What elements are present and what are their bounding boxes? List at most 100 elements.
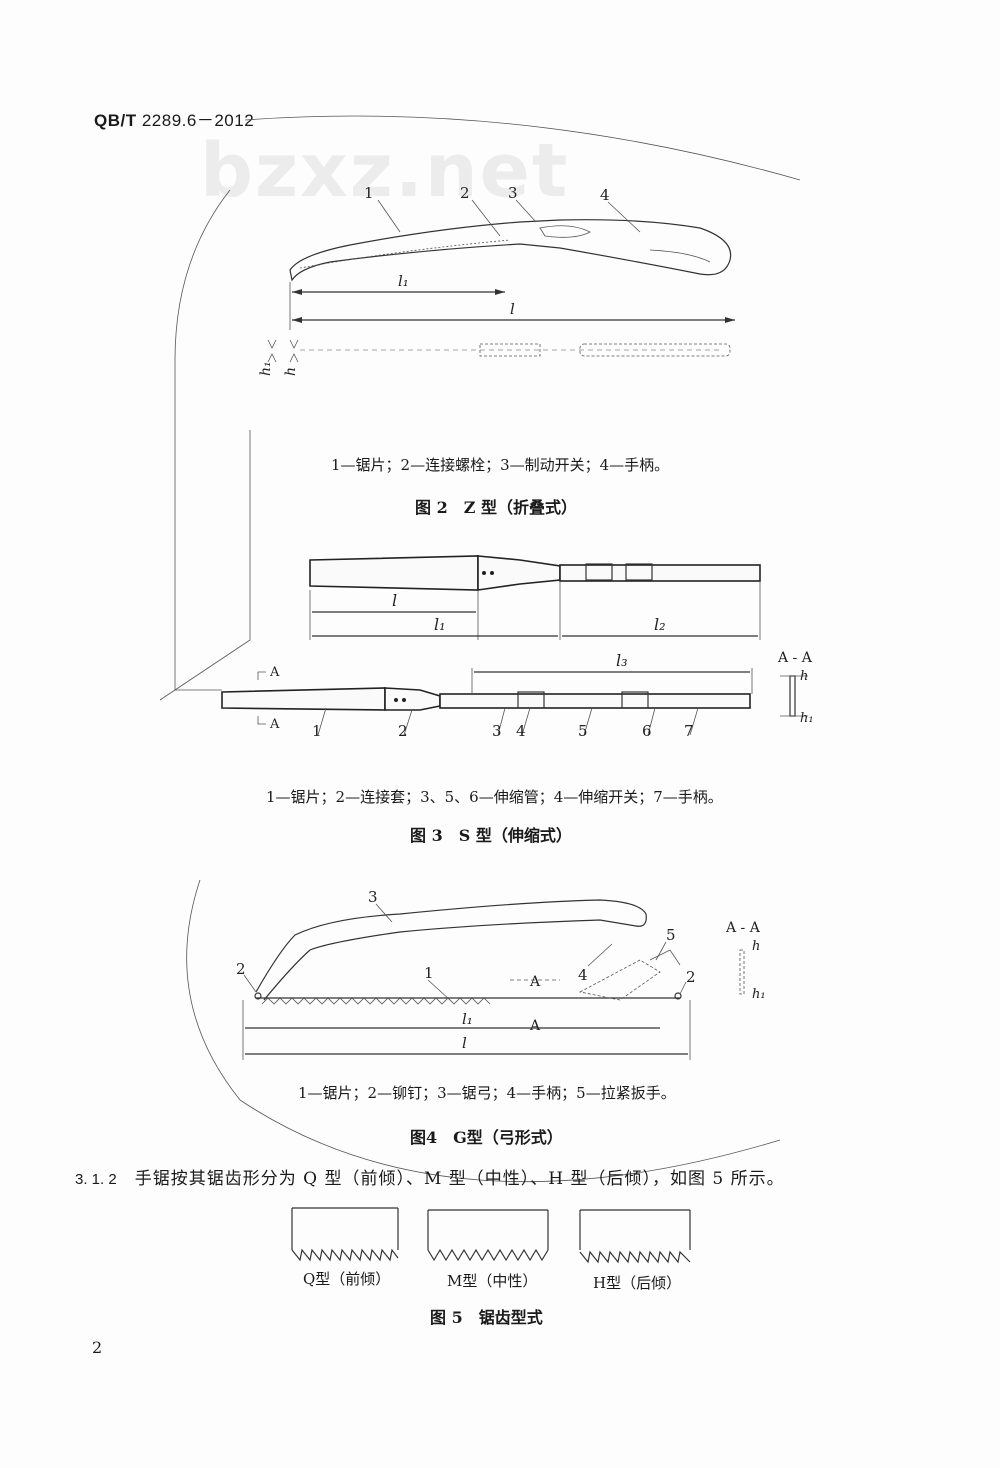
fig3-part-6: 6 <box>642 722 652 740</box>
tube-lower <box>439 693 751 709</box>
fig3-part-4: 4 <box>516 722 526 740</box>
clause-text: 手锯按其锯齿形分为 Q 型（前倾）、M 型（中性）、H 型（后倾），如图 5 所… <box>134 1169 785 1189</box>
fig4-dim-l: l <box>462 1034 467 1052</box>
fig3-section-mark-top: A <box>269 665 280 680</box>
fig3-section-mark-bottom: A <box>269 717 280 732</box>
watermark: bzxz.net <box>200 128 570 214</box>
section-mark-bottom <box>257 716 266 725</box>
leader-3 <box>515 199 537 223</box>
tube-upper <box>559 564 761 582</box>
h1-arrows <box>267 339 277 363</box>
figure3-extended-drawing: l₃ A A 1 2 3 4 5 6 7 A - A h h₁ <box>221 650 814 740</box>
leader-s5 <box>583 707 593 736</box>
tooth-type-m: M型（中性） <box>447 1272 538 1290</box>
rivet-left <box>254 992 262 1000</box>
fig3-section-label: A - A <box>777 650 813 666</box>
leader-4 <box>607 201 641 233</box>
fig4-section-mark-1: A <box>529 974 541 990</box>
standard-number: 2289.6－2012 <box>141 111 255 130</box>
figure2-caption: 图 2 Z 型（折叠式） <box>415 498 577 517</box>
fig3-dim-l: l <box>392 591 397 610</box>
section-profile-g <box>739 949 745 995</box>
fig3-dim-l3: l₃ <box>616 651 628 670</box>
figure5-drawing <box>291 1207 691 1264</box>
rivet-lower-2 <box>402 698 406 702</box>
tooth-h-teeth <box>579 1250 691 1264</box>
leader-1 <box>377 199 401 233</box>
clause-number: 3. 1. 2 <box>75 1171 117 1188</box>
scan-artifact-arc <box>244 115 801 181</box>
figure4-legend: 1—锯片；2—铆钉；3—锯弓；4—手柄；5—拉紧扳手。 <box>298 1084 676 1102</box>
figure4-caption: 图4 G型（弓形式） <box>410 1128 563 1147</box>
switch-a-lower <box>517 691 545 709</box>
leader-s3 <box>497 707 506 736</box>
fig4-part-4: 4 <box>578 966 588 984</box>
fig4-part-3: 3 <box>368 888 378 906</box>
connector-lower <box>384 687 441 711</box>
figure5-caption: 图 5 锯齿型式 <box>430 1308 543 1327</box>
figure3-caption: 图 3 S 型（伸缩式） <box>410 826 572 845</box>
fig2-dim-h: h <box>283 367 299 376</box>
handle-outline <box>578 959 661 1001</box>
folded-body-1 <box>479 343 541 357</box>
leader-s7 <box>689 707 699 736</box>
fig3-dim-h1: h₁ <box>800 711 814 726</box>
tooth-h-frame <box>579 1209 691 1250</box>
leader-2 <box>471 199 501 237</box>
fig3-part-5: 5 <box>578 722 588 740</box>
fig2-dim-l: l <box>510 300 515 318</box>
tooth-q-frame <box>291 1207 399 1250</box>
clause-3-1-2: 3. 1. 2 手锯按其锯齿形分为 Q 型（前倾）、M 型（中性）、H 型（后倾… <box>75 1164 785 1189</box>
fig2-dim-h1: h₁ <box>258 361 274 376</box>
fig4-dim-h1: h₁ <box>752 987 766 1002</box>
fig3-dim-h: h <box>800 669 808 684</box>
leader-g1 <box>427 979 451 1001</box>
rivet-lower-1 <box>394 698 398 702</box>
saw-blade-teeth <box>261 997 491 1005</box>
saw-teeth-line <box>299 239 511 269</box>
scan-artifact-line-2 <box>159 430 251 701</box>
section-mark-top <box>257 671 266 680</box>
fig2-part-2: 2 <box>460 184 470 202</box>
leader-g4 <box>587 943 613 967</box>
blade-lower <box>221 687 386 711</box>
rivet-upper-1 <box>482 571 486 575</box>
fig4-section-label: A - A <box>725 920 761 936</box>
section-profile <box>789 675 796 717</box>
fig4-part-5: 5 <box>666 926 676 944</box>
h-arrows <box>289 339 299 363</box>
fig2-part-4: 4 <box>600 186 610 204</box>
figure3-legend: 1—锯片；2—连接套；3、5、6—伸缩管；4—伸缩开关；7—手柄。 <box>266 788 723 806</box>
leader-s1 <box>317 707 327 736</box>
switch-a-upper <box>585 563 613 581</box>
handle-grip-line <box>649 249 711 263</box>
leader-s2 <box>403 709 413 736</box>
scan-artifact-line <box>174 189 231 691</box>
fig3-part-3: 3 <box>492 722 502 740</box>
fig4-part-2-left: 2 <box>236 960 246 978</box>
standard-header: QB/T 2289.6－2012 <box>94 106 254 131</box>
figure3-retracted-drawing: l l₁ l₂ <box>309 555 761 640</box>
fig4-dim-l1: l₁ <box>462 1010 473 1028</box>
fig3-part-7: 7 <box>684 722 694 740</box>
figure4-drawing: l₁ l A A 3 1 2 4 5 2 A - A h h₁ <box>236 888 766 1060</box>
leader-g3 <box>375 903 393 923</box>
rivet-upper-2 <box>490 571 494 575</box>
fig3-dim-l1: l₁ <box>434 615 446 634</box>
tooth-type-q: Q型（前倾） <box>303 1270 391 1288</box>
leader-g5 <box>655 941 667 961</box>
tooth-m-frame <box>427 1209 549 1250</box>
tooth-type-h: H型（后倾） <box>593 1274 682 1292</box>
blade-upper <box>309 555 479 591</box>
figure2-drawing: 1 2 3 4 l₁ l h₁ h <box>258 184 735 376</box>
fig4-section-mark-2: A <box>529 1018 541 1034</box>
fig4-part-2-right: 2 <box>686 968 696 986</box>
fig4-part-1: 1 <box>424 964 434 982</box>
leader-g2-right <box>679 981 687 995</box>
folded-body-2 <box>579 343 731 357</box>
scan-artifact-arc-2 <box>186 879 781 1182</box>
leader-s6 <box>647 707 656 736</box>
tension-wrench <box>649 949 681 966</box>
rivet-right <box>674 992 682 1000</box>
